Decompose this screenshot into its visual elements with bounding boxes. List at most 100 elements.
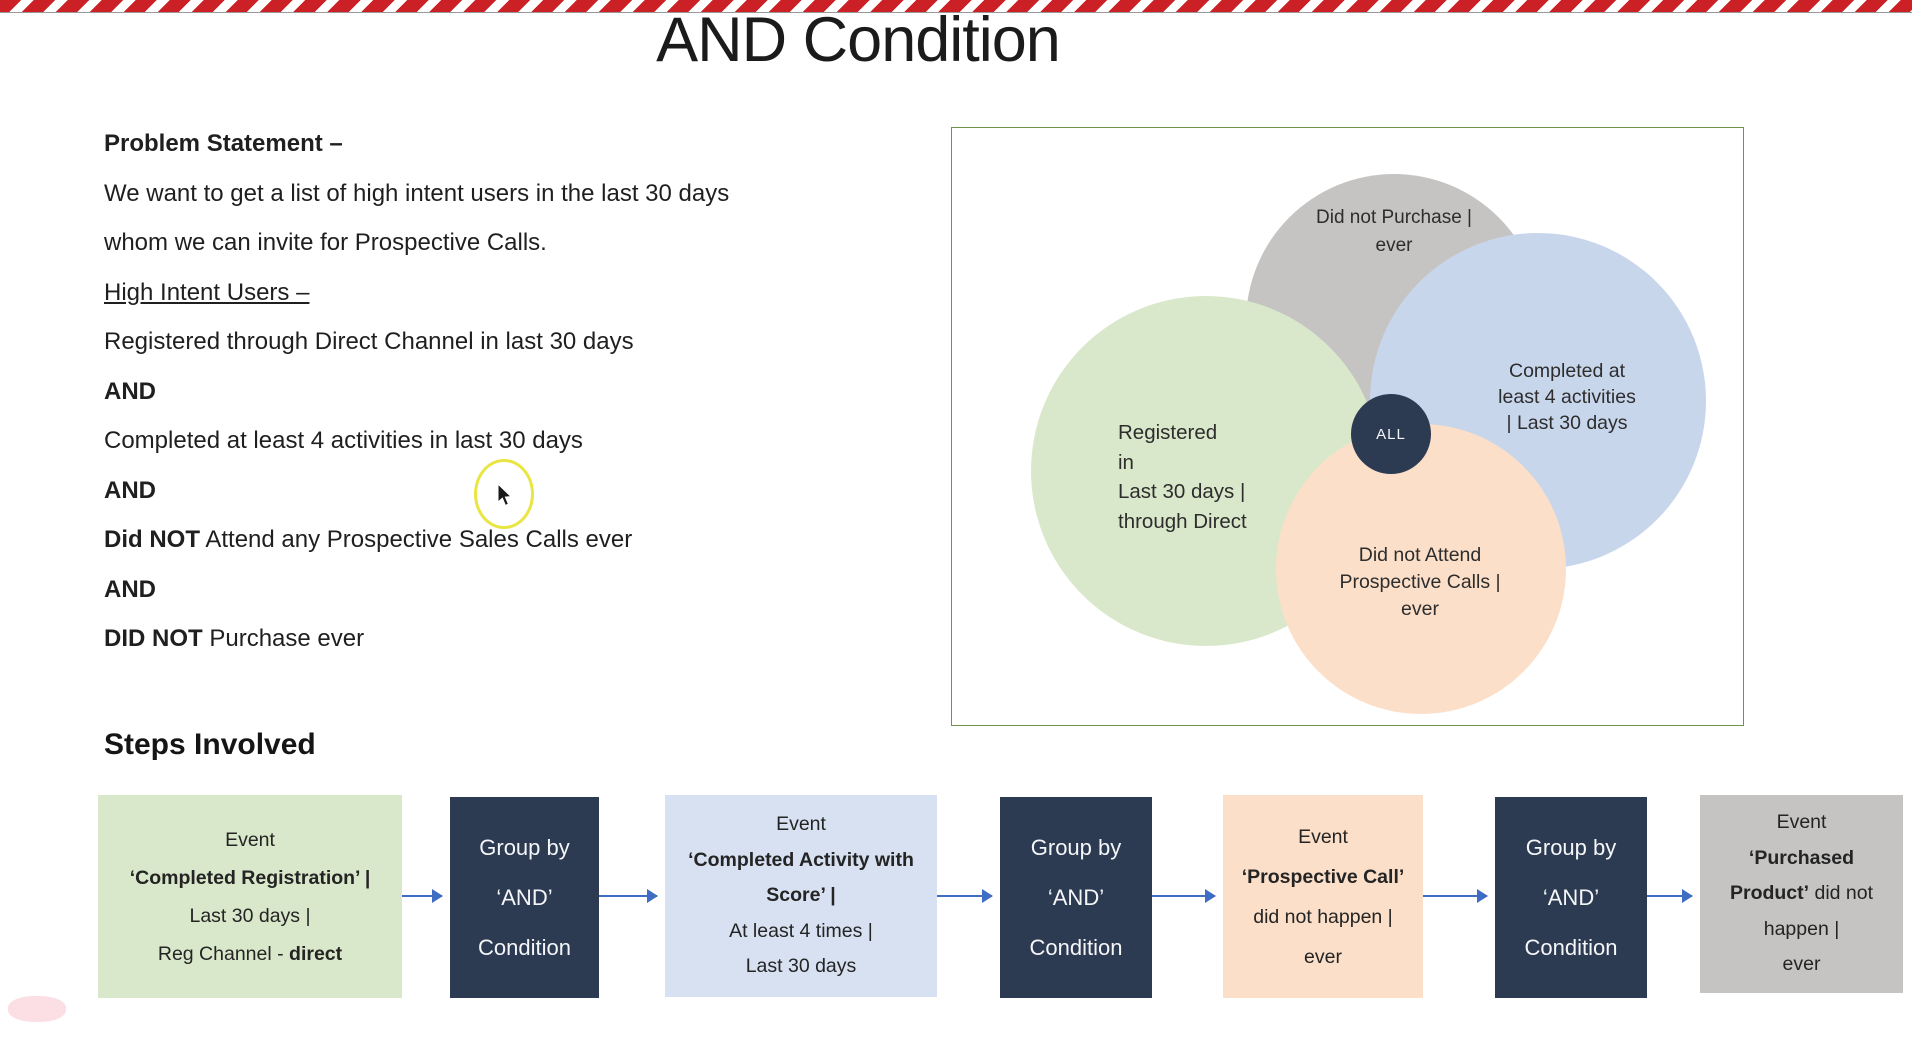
text-line: Product’ did not [1700,876,1903,912]
text-segment: Condition [1029,934,1123,960]
text-line: Prospective Calls | [1290,569,1550,596]
flow-step-group-by-and-2: Group by ‘AND’ Condition [1000,797,1152,998]
text-line: | Last 30 days [1457,410,1677,436]
text-segment: We want to get a list of high intent use… [104,179,730,207]
text-segment: AND [104,377,156,405]
text-line: ever [1223,937,1423,977]
text-segment: Registered through Direct Channel in las… [104,328,634,355]
text-segment: | Last 30 days [1506,412,1628,434]
text-segment: Did NOT [104,526,200,553]
text-line: Group by [1000,823,1152,873]
venn-label-did-not-purchase: Did not Purchase | ever [1264,204,1524,260]
text-line: ‘AND’ [1495,873,1647,923]
text-segment: Reg Channel - [157,942,290,965]
text-segment: ever [1782,953,1821,976]
problem-statement: Problem Statement – We want to get a list… [104,119,729,664]
text-segment: did not happen | [1253,905,1393,928]
text-segment: ‘Completed Registration’ | [129,866,371,889]
text-segment: Event [225,828,275,851]
text-segment: Score’ | [766,884,836,907]
text-line: AND [104,565,729,615]
text-segment: AND [104,476,156,504]
mouse-cursor-icon [497,483,513,507]
text-segment: Product’ [1729,882,1810,905]
text-line: Reg Channel - direct [98,935,402,973]
text-segment: least 4 activities [1498,386,1636,408]
text-line: Group by [1495,823,1647,873]
text-line: Event [665,807,937,843]
text-line: Completed at [1457,358,1677,384]
flow-arrow-icon [402,889,443,903]
text-segment: did not [1809,882,1874,905]
watermark-smudge [8,996,66,1022]
text-line: Event [1223,817,1423,857]
page-title: AND Condition [656,5,1061,75]
text-line: whom we can invite for Prospective Calls… [104,218,729,268]
text-line: DID NOT Purchase ever [104,614,729,664]
text-line: ‘Purchased [1700,841,1903,877]
text-line: ever [1290,596,1550,623]
text-line: At least 4 times | [665,914,937,950]
text-segment: At least 4 times | [729,919,873,942]
text-line: in [1118,448,1348,478]
text-line: Condition [1495,923,1647,973]
text-segment: Event [1776,811,1827,834]
text-line: least 4 activities [1457,384,1677,410]
text-segment: ever [1304,945,1342,968]
text-segment: High Intent Users – [104,278,310,306]
text-line: ‘Prospective Call’ [1223,857,1423,897]
text-segment: Group by [1525,834,1617,860]
venn-label-completed-activities: Completed at least 4 activities | Last 30 … [1457,358,1677,436]
venn-center-all-badge: ALL [1351,394,1431,474]
text-segment: Did not Purchase | [1316,207,1472,228]
text-segment: ‘Purchased [1748,846,1855,869]
text-line: Problem Statement – [104,119,729,169]
text-line: Completed at least 4 activities in last … [104,416,729,466]
text-line: Event [1700,805,1903,841]
flow-step-event-completed-registration: Event ‘Completed Registration’ | Last 30 d… [98,795,402,998]
text-line: ever [1700,947,1903,983]
flow-step-group-by-and-3: Group by ‘AND’ Condition [1495,797,1647,998]
text-segment: Last 30 days | [189,904,311,927]
text-segment: Event [776,813,826,836]
text-line: Event [98,821,402,859]
text-line: through Direct [1118,507,1348,537]
text-segment: AND [104,575,156,603]
text-line: AND [104,367,729,417]
flow-step-event-prospective-call: Event ‘Prospective Call’ did not happen | e… [1223,795,1423,998]
text-line: ‘AND’ [450,873,599,923]
text-segment: Event [1298,825,1348,848]
text-segment: happen | [1763,917,1840,940]
text-segment: ‘AND’ [1047,884,1105,910]
text-line: Did not Attend [1290,542,1550,569]
text-line: Condition [450,923,599,973]
text-segment: Condition [478,934,571,960]
text-line: ‘Completed Registration’ | [98,859,402,897]
text-segment: ‘AND’ [496,884,553,910]
highlight-ring-annotation [474,459,534,529]
text-segment: Problem Statement – [104,130,343,157]
flow-arrow-icon [937,889,993,903]
flow-arrow-icon [1152,889,1216,903]
text-segment: DID NOT [104,625,203,652]
text-segment: ‘Prospective Call’ [1241,865,1405,888]
text-segment: Last 30 days [745,955,857,978]
text-segment: Purchase ever [202,625,365,652]
text-segment: ‘AND’ [1542,884,1600,910]
text-segment: Completed at [1509,360,1625,382]
text-segment: ever [1401,598,1439,620]
text-segment: Last 30 days | [1118,480,1246,503]
flow-arrow-icon [1647,889,1693,903]
text-line: We want to get a list of high intent use… [104,169,729,219]
text-line: Group by [450,823,599,873]
text-line: ‘AND’ [1000,873,1152,923]
text-line: ever [1264,232,1524,260]
venn-circle-did-not-attend [1276,424,1566,714]
text-line: Score’ | [665,878,937,914]
text-line: Last 30 days | [1118,477,1348,507]
text-line: Did NOT Attend any Prospective Sales Cal… [104,515,729,565]
